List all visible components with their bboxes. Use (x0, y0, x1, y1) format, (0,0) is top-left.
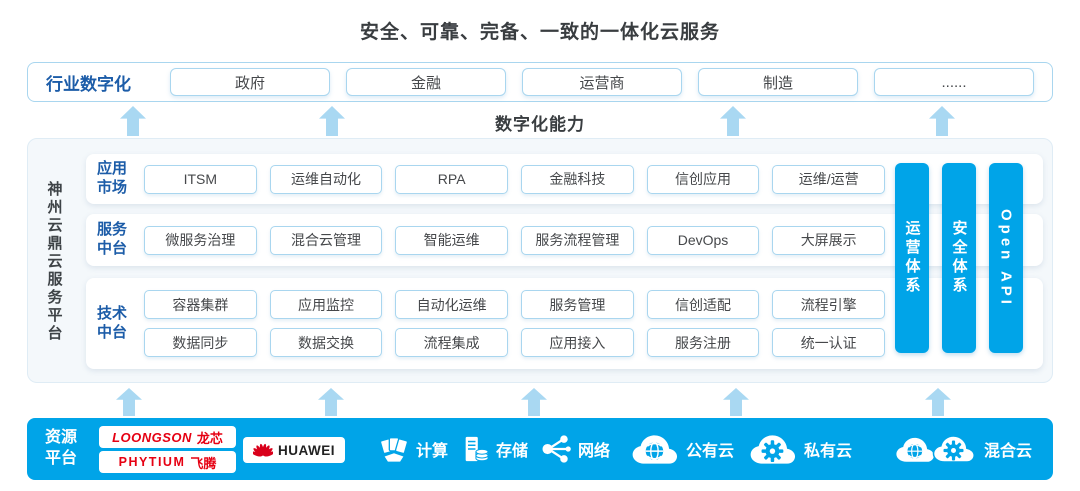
platform-name-vertical: 神州云鼎云服务平台 (39, 139, 69, 384)
phytium-cjk-mark: 飞腾 (190, 455, 217, 471)
resource-item-label: 私有云 (804, 443, 853, 460)
diagram-block-service-registry: 服务注册 (646, 328, 760, 357)
loongson-wordmark: LOONGSON (112, 429, 192, 445)
diagram-block-microservice-governance: 微服务治理 (144, 225, 257, 255)
private-cloud-icon (749, 433, 797, 466)
resource-item-label: 存储 (496, 443, 529, 460)
diagram-block-app-monitoring: 应用监控 (269, 290, 383, 319)
up-arrow-icon (521, 388, 547, 416)
tech-row-title: 技术中台 (96, 304, 127, 341)
app-market-row-title: 应用市场 (96, 160, 127, 196)
huawei-logo: HUAWEI (243, 437, 345, 463)
operation-system-bar: 运营体系 (895, 163, 929, 353)
industry-item-government: 政府 (170, 68, 330, 96)
diagram-block-process-engine: 流程引擎 (772, 290, 886, 319)
security-system-label: 安全体系 (950, 220, 968, 296)
resource-item-label: 计算 (416, 443, 449, 460)
diagram-title: 安全、可靠、完备、一致的一体化云服务 (359, 22, 720, 43)
diagram-block-rpa: RPA (395, 164, 509, 194)
diagram-block-automated-ops: 自动化运维 (395, 290, 509, 319)
diagram-block-aiops: 智能运维 (395, 225, 509, 255)
diagram-block-xinchuang-app: 信创应用 (646, 164, 760, 194)
diagram-block-data-sync: 数据同步 (144, 328, 257, 357)
resource-item-storage: 存储 (461, 418, 528, 480)
huawei-wordmark: HUAWEI (278, 442, 335, 458)
up-arrow-icon (723, 388, 749, 416)
compute-icon (379, 434, 409, 464)
resource-item-network: 网络 (541, 418, 610, 480)
diagram-block-hybrid-cloud-mgmt: 混合云管理 (269, 225, 383, 255)
diagram-block-itsm: ITSM (144, 164, 257, 194)
resource-item-public-cloud: 公有云 (631, 418, 734, 480)
loongson-cjk-mark: 龙芯 (196, 430, 223, 446)
up-arrow-icon (925, 388, 951, 416)
operation-system-label: 运营体系 (903, 220, 921, 296)
tech-items: 容器集群 应用监控 自动化运维 服务管理 信创适配 流程引擎 数据同步 数据交换… (144, 290, 886, 357)
huawei-flower-icon (253, 443, 273, 458)
diagram-block-service-mgmt: 服务管理 (521, 290, 634, 319)
diagram-block-data-exchange: 数据交换 (269, 328, 383, 357)
industry-row-label: 行业数字化 (46, 74, 131, 94)
diagram-block-container-cluster: 容器集群 (144, 290, 257, 319)
storage-icon (461, 435, 489, 463)
tech-middle-platform-row: 技术中台 容器集群 应用监控 自动化运维 服务管理 信创适配 流程引擎 数据同步… (86, 278, 1043, 369)
network-icon (541, 434, 571, 464)
resource-platform-label: 资源平台 (45, 429, 78, 467)
tech-items-line1: 容器集群 应用监控 自动化运维 服务管理 信创适配 流程引擎 (144, 290, 886, 319)
service-items: 微服务治理 混合云管理 智能运维 服务流程管理 DevOps 大屏展示 (144, 225, 886, 255)
app-market-items: ITSM 运维自动化 RPA 金融科技 信创应用 运维/运营 (144, 164, 886, 194)
industry-digitalization-row: 行业数字化 政府 金融 运营商 制造 ...... (27, 62, 1053, 102)
up-arrow-icon (318, 388, 344, 416)
resource-item-label: 公有云 (686, 443, 735, 460)
diagram-block-app-access: 应用接入 (521, 328, 634, 357)
resource-item-label: 网络 (578, 443, 611, 460)
public-cloud-icon (631, 433, 679, 466)
platform-name-text: 神州云鼎云服务平台 (45, 180, 63, 343)
diagram-block-service-process-mgmt: 服务流程管理 (521, 225, 634, 255)
open-api-label: Open API (997, 208, 1015, 308)
up-arrow-icon (116, 388, 142, 416)
diagram-block-xinchuang-adaptation: 信创适配 (646, 290, 760, 319)
industry-item-finance: 金融 (346, 68, 506, 96)
tech-items-line2: 数据同步 数据交换 流程集成 应用接入 服务注册 统一认证 (144, 328, 886, 357)
diagram-block-process-integration: 流程集成 (395, 328, 509, 357)
phytium-logo: PHYTIUM 飞腾 (99, 451, 236, 473)
diagram-block-ops-operation: 运维/运营 (772, 164, 886, 194)
diagram-block-devops: DevOps (646, 225, 760, 255)
diagram-block-ops-automation: 运维自动化 (269, 164, 383, 194)
service-row-title: 服务中台 (96, 221, 127, 257)
diagram-block-unified-auth: 统一认证 (772, 328, 886, 357)
industry-item-manufacturing: 制造 (698, 68, 858, 96)
phytium-wordmark: PHYTIUM (118, 455, 186, 469)
capability-label: 数字化能力 (495, 115, 585, 134)
hybrid-cloud-icon (895, 433, 977, 465)
cloud-service-platform-box: 神州云鼎云服务平台 应用市场 ITSM 运维自动化 RPA 金融科技 信创应用 … (27, 138, 1053, 383)
service-middle-platform-row: 服务中台 微服务治理 混合云管理 智能运维 服务流程管理 DevOps 大屏展示 (86, 214, 1043, 266)
loongson-logo: LOONGSON 龙芯 (99, 426, 236, 448)
security-system-bar: 安全体系 (942, 163, 976, 353)
resource-item-private-cloud: 私有云 (749, 418, 852, 480)
industry-item-operator: 运营商 (522, 68, 682, 96)
resource-item-label: 混合云 (984, 443, 1033, 460)
app-market-row: 应用市场 ITSM 运维自动化 RPA 金融科技 信创应用 运维/运营 (86, 154, 1043, 204)
open-api-bar: Open API (989, 163, 1023, 353)
resource-item-hybrid-cloud: 混合云 (895, 418, 1032, 480)
resource-item-compute: 计算 (379, 418, 448, 480)
industry-item-more: ...... (874, 68, 1034, 96)
diagram-block-big-screen: 大屏展示 (772, 225, 886, 255)
resource-platform-bar: 资源平台 LOONGSON 龙芯 PHYTIUM 飞腾 (27, 418, 1053, 480)
diagram-block-fintech: 金融科技 (521, 164, 634, 194)
